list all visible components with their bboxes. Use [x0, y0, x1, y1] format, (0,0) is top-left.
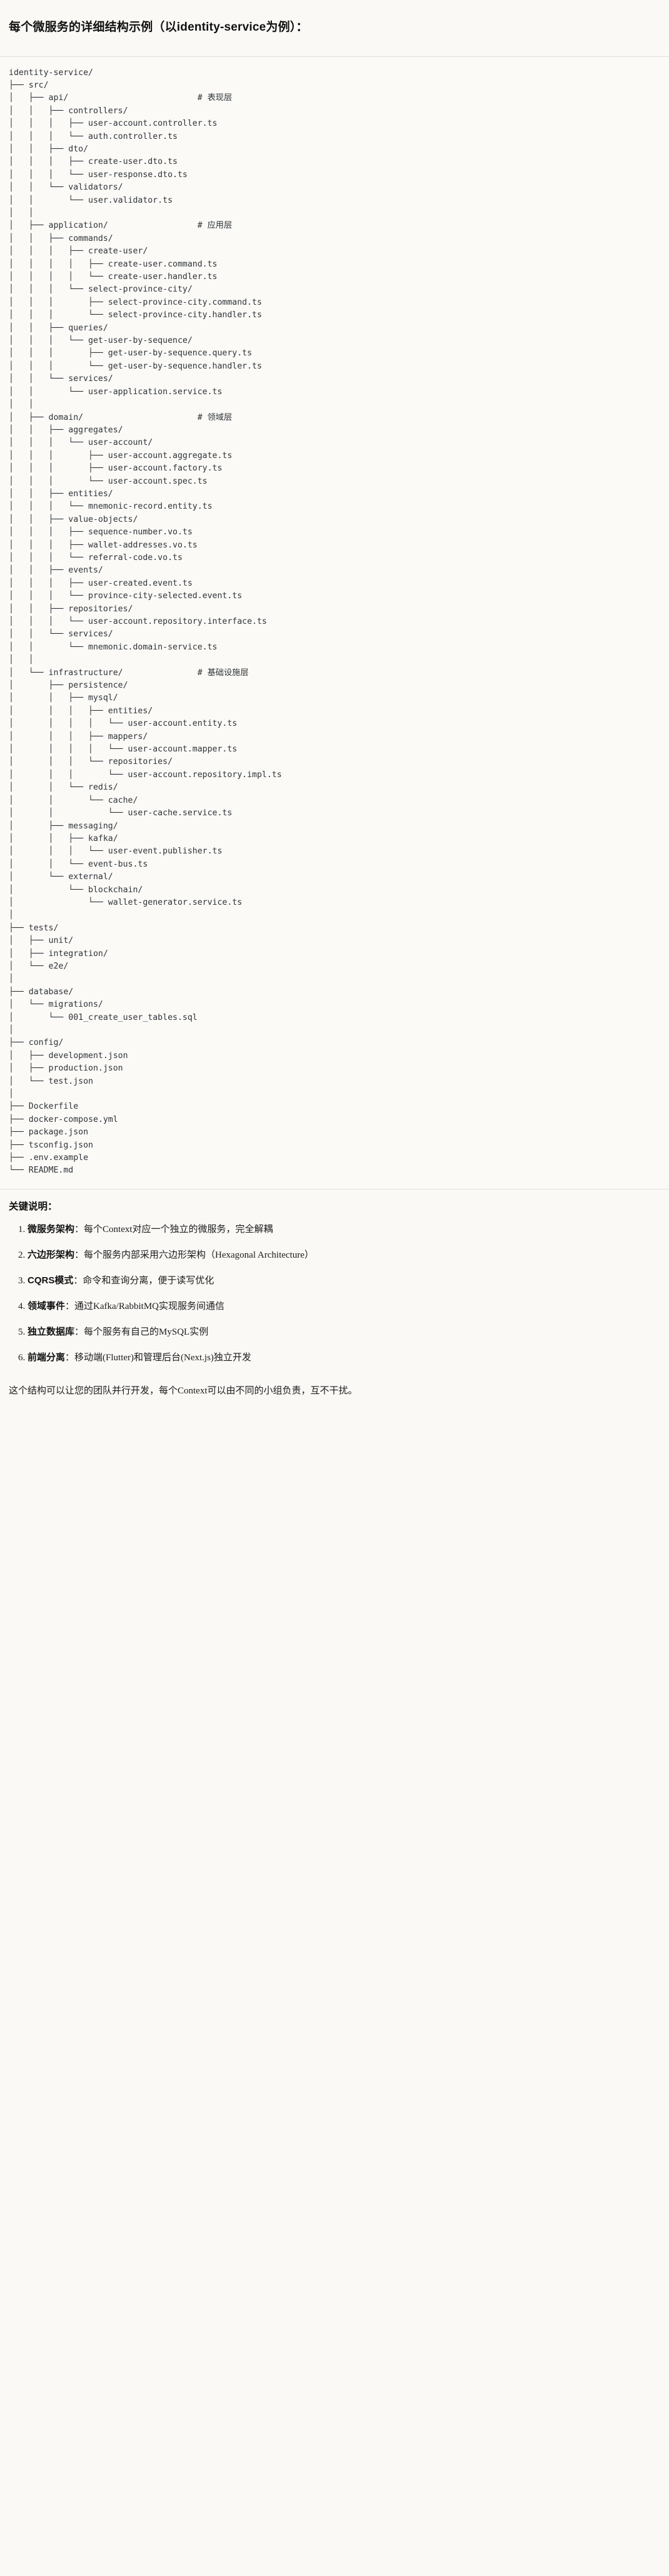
list-item: CQRS模式：命令和查询分离，便于读写优化 [28, 1273, 658, 1288]
key-notes-list: 微服务架构：每个Context对应一个独立的微服务，完全解耦 六边形架构：每个服… [9, 1222, 658, 1365]
note-label: CQRS模式 [28, 1275, 74, 1286]
list-item: 独立数据库：每个服务有自己的MySQL实例 [28, 1325, 658, 1340]
note-separator: ： [74, 1326, 84, 1337]
note-label: 六边形架构 [28, 1249, 75, 1260]
page-title: 每个微服务的详细结构示例（以identity-service为例）： [9, 20, 308, 34]
note-label: 领域事件 [28, 1300, 66, 1311]
note-text: 每个服务有自己的MySQL实例 [84, 1326, 209, 1337]
list-item: 前端分离：移动端(Flutter)和管理后台(Next.js)独立开发 [28, 1350, 658, 1365]
note-separator: ： [73, 1275, 83, 1286]
note-separator: ： [74, 1224, 84, 1235]
note-label: 独立数据库 [28, 1326, 75, 1337]
note-text: 移动端(Flutter)和管理后台(Next.js)独立开发 [74, 1352, 251, 1363]
note-label: 微服务架构 [28, 1223, 75, 1235]
note-separator: ： [65, 1352, 75, 1363]
list-item: 微服务架构：每个Context对应一个独立的微服务，完全解耦 [28, 1222, 658, 1237]
note-separator: ： [65, 1301, 75, 1311]
note-text: 每个服务内部采用六边形架构（Hexagonal Architecture） [84, 1250, 314, 1260]
list-item: 六边形架构：每个服务内部采用六边形架构（Hexagonal Architectu… [28, 1248, 658, 1263]
note-text: 命令和查询分离，便于读写优化 [83, 1275, 214, 1286]
closing-paragraph: 这个结构可以让您的团队并行开发，每个Context可以由不同的小组负责，互不干扰… [9, 1385, 358, 1396]
key-notes-section: 关键说明： 微服务架构：每个Context对应一个独立的微服务，完全解耦 六边形… [0, 1189, 669, 1380]
note-label: 前端分离 [28, 1352, 66, 1363]
list-item: 领域事件：通过Kafka/RabbitMQ实现服务间通信 [28, 1299, 658, 1314]
key-notes-title: 关键说明： [9, 1201, 58, 1212]
note-text: 通过Kafka/RabbitMQ实现服务间通信 [74, 1301, 225, 1311]
divider-top [0, 56, 669, 57]
note-separator: ： [74, 1250, 84, 1260]
directory-tree-block: identity-service/ ├── src/ │ ├── api/ # … [0, 56, 669, 1189]
directory-tree: identity-service/ ├── src/ │ ├── api/ # … [9, 68, 282, 1176]
page-root: 每个微服务的详细结构示例（以identity-service为例）： ident… [0, 9, 669, 1408]
note-text: 每个Context对应一个独立的微服务，完全解耦 [84, 1224, 273, 1235]
